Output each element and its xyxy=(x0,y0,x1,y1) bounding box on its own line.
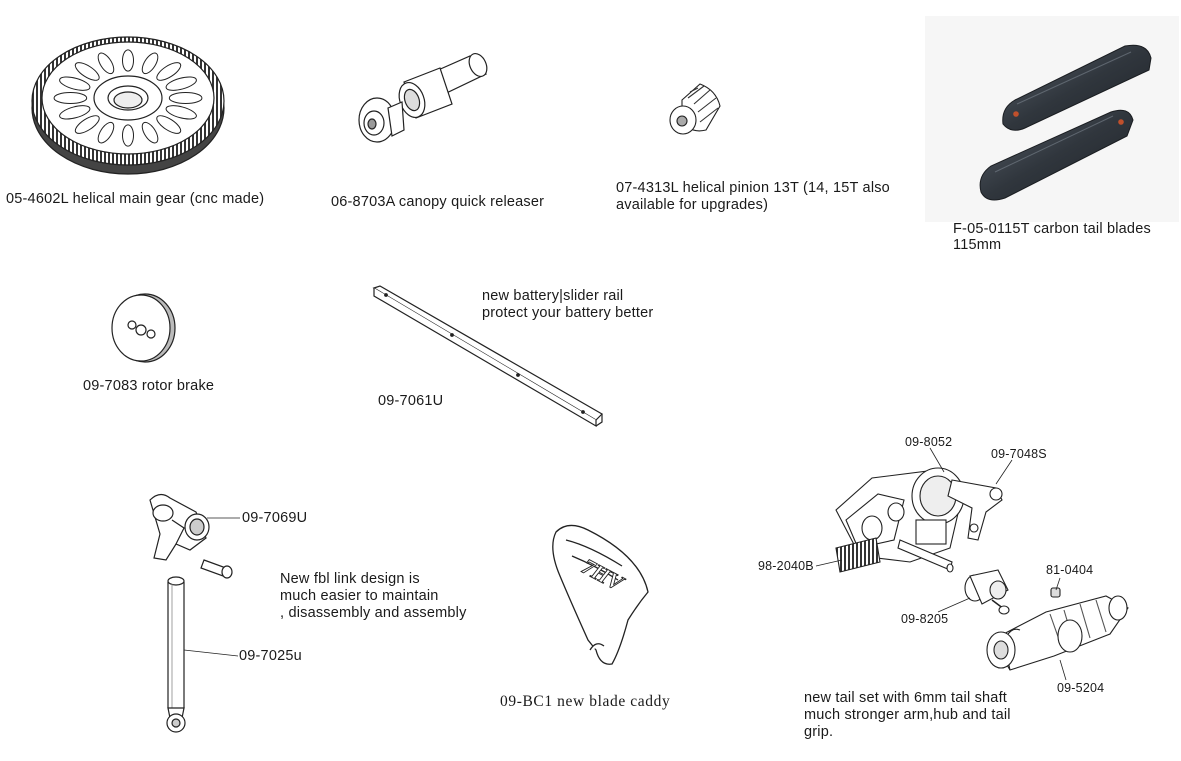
tail-callout-81-0404: 81-0404 xyxy=(1046,563,1094,577)
gear-spoke-cutout xyxy=(53,92,88,104)
gear-spoke-cutout xyxy=(141,121,159,144)
fbl-link-code-bottom: 09-7025u xyxy=(239,648,302,664)
slider-rail-drawing xyxy=(372,285,603,428)
slider-rail-code: 09-7061U xyxy=(378,393,444,409)
gear-spoke-cutout xyxy=(122,49,134,72)
gear-spoke-cutout xyxy=(74,62,100,81)
tail-blades-label-line1: F-05-0115T carbon tail blades xyxy=(953,221,1151,237)
pinion-drawing xyxy=(669,83,721,135)
gear-spoke-cutout xyxy=(59,105,91,120)
rotor-brake-label: 09-7083 rotor brake xyxy=(83,378,215,394)
gear-spoke-cutout xyxy=(74,115,100,134)
gear-spoke-cutout xyxy=(97,52,115,75)
fbl-link-desc-line3: , disassembly and assembly xyxy=(280,605,467,621)
gear-spoke-cutout xyxy=(97,121,115,144)
tail-blades-photo xyxy=(925,16,1179,222)
gear-spoke-cutout xyxy=(165,105,197,120)
tail-callout-09-7048s: 09-7048S xyxy=(991,447,1047,461)
slider-rail-label-line2: protect your battery better xyxy=(482,305,654,321)
main-gear-drawing xyxy=(31,36,225,175)
tail-blades-label-line2: 115mm xyxy=(953,237,1002,253)
pinion-label-line1: 07-4313L helical pinion 13T (14, 15T als… xyxy=(616,180,890,196)
gear-spoke-cutout xyxy=(168,92,203,104)
main-gear-label: 05-4602L helical main gear (cnc made) xyxy=(6,191,265,207)
gear-spoke-cutout xyxy=(156,115,182,134)
gear-spoke-cutout xyxy=(156,62,182,81)
tail-callout-09-8205: 09-8205 xyxy=(901,612,949,626)
tail-callout-09-5204: 09-5204 xyxy=(1057,681,1105,695)
blade-caddy-drawing: 7HV xyxy=(552,524,649,665)
canopy-releaser-drawing xyxy=(358,53,488,143)
tail-callout-09-8052: 09-8052 xyxy=(905,435,953,449)
tail-set-desc-line1: new tail set with 6mm tail shaft xyxy=(804,690,1008,706)
rotor-brake-drawing xyxy=(111,293,176,363)
fbl-link-desc-line1: New fbl link design is xyxy=(280,571,420,587)
pinion-label-line2: available for upgrades) xyxy=(616,197,769,213)
tail-set-desc-line3: grip. xyxy=(804,724,834,740)
slider-rail-label-line1: new battery|slider rail xyxy=(482,288,624,304)
fbl-link-drawing xyxy=(149,493,240,733)
tail-set-desc-line2: much stronger arm,hub and tail xyxy=(804,707,1011,723)
carbon-tail-blades-image xyxy=(979,44,1152,201)
fbl-link-code-top: 09-7069U xyxy=(242,510,308,526)
canopy-releaser-label: 06-8703A canopy quick releaser xyxy=(331,194,545,210)
gear-spoke-cutout xyxy=(122,124,134,147)
tail-callout-98-2040b: 98-2040B xyxy=(758,559,814,573)
gear-spoke-cutout xyxy=(165,76,197,91)
gear-spoke-cutout xyxy=(59,76,91,91)
blade-caddy-label: 09-BC1 new blade caddy xyxy=(500,693,671,710)
tail-set-drawing xyxy=(815,447,1129,681)
fbl-link-desc-line2: much easier to maintain xyxy=(280,588,439,604)
gear-spoke-cutout xyxy=(141,52,159,75)
